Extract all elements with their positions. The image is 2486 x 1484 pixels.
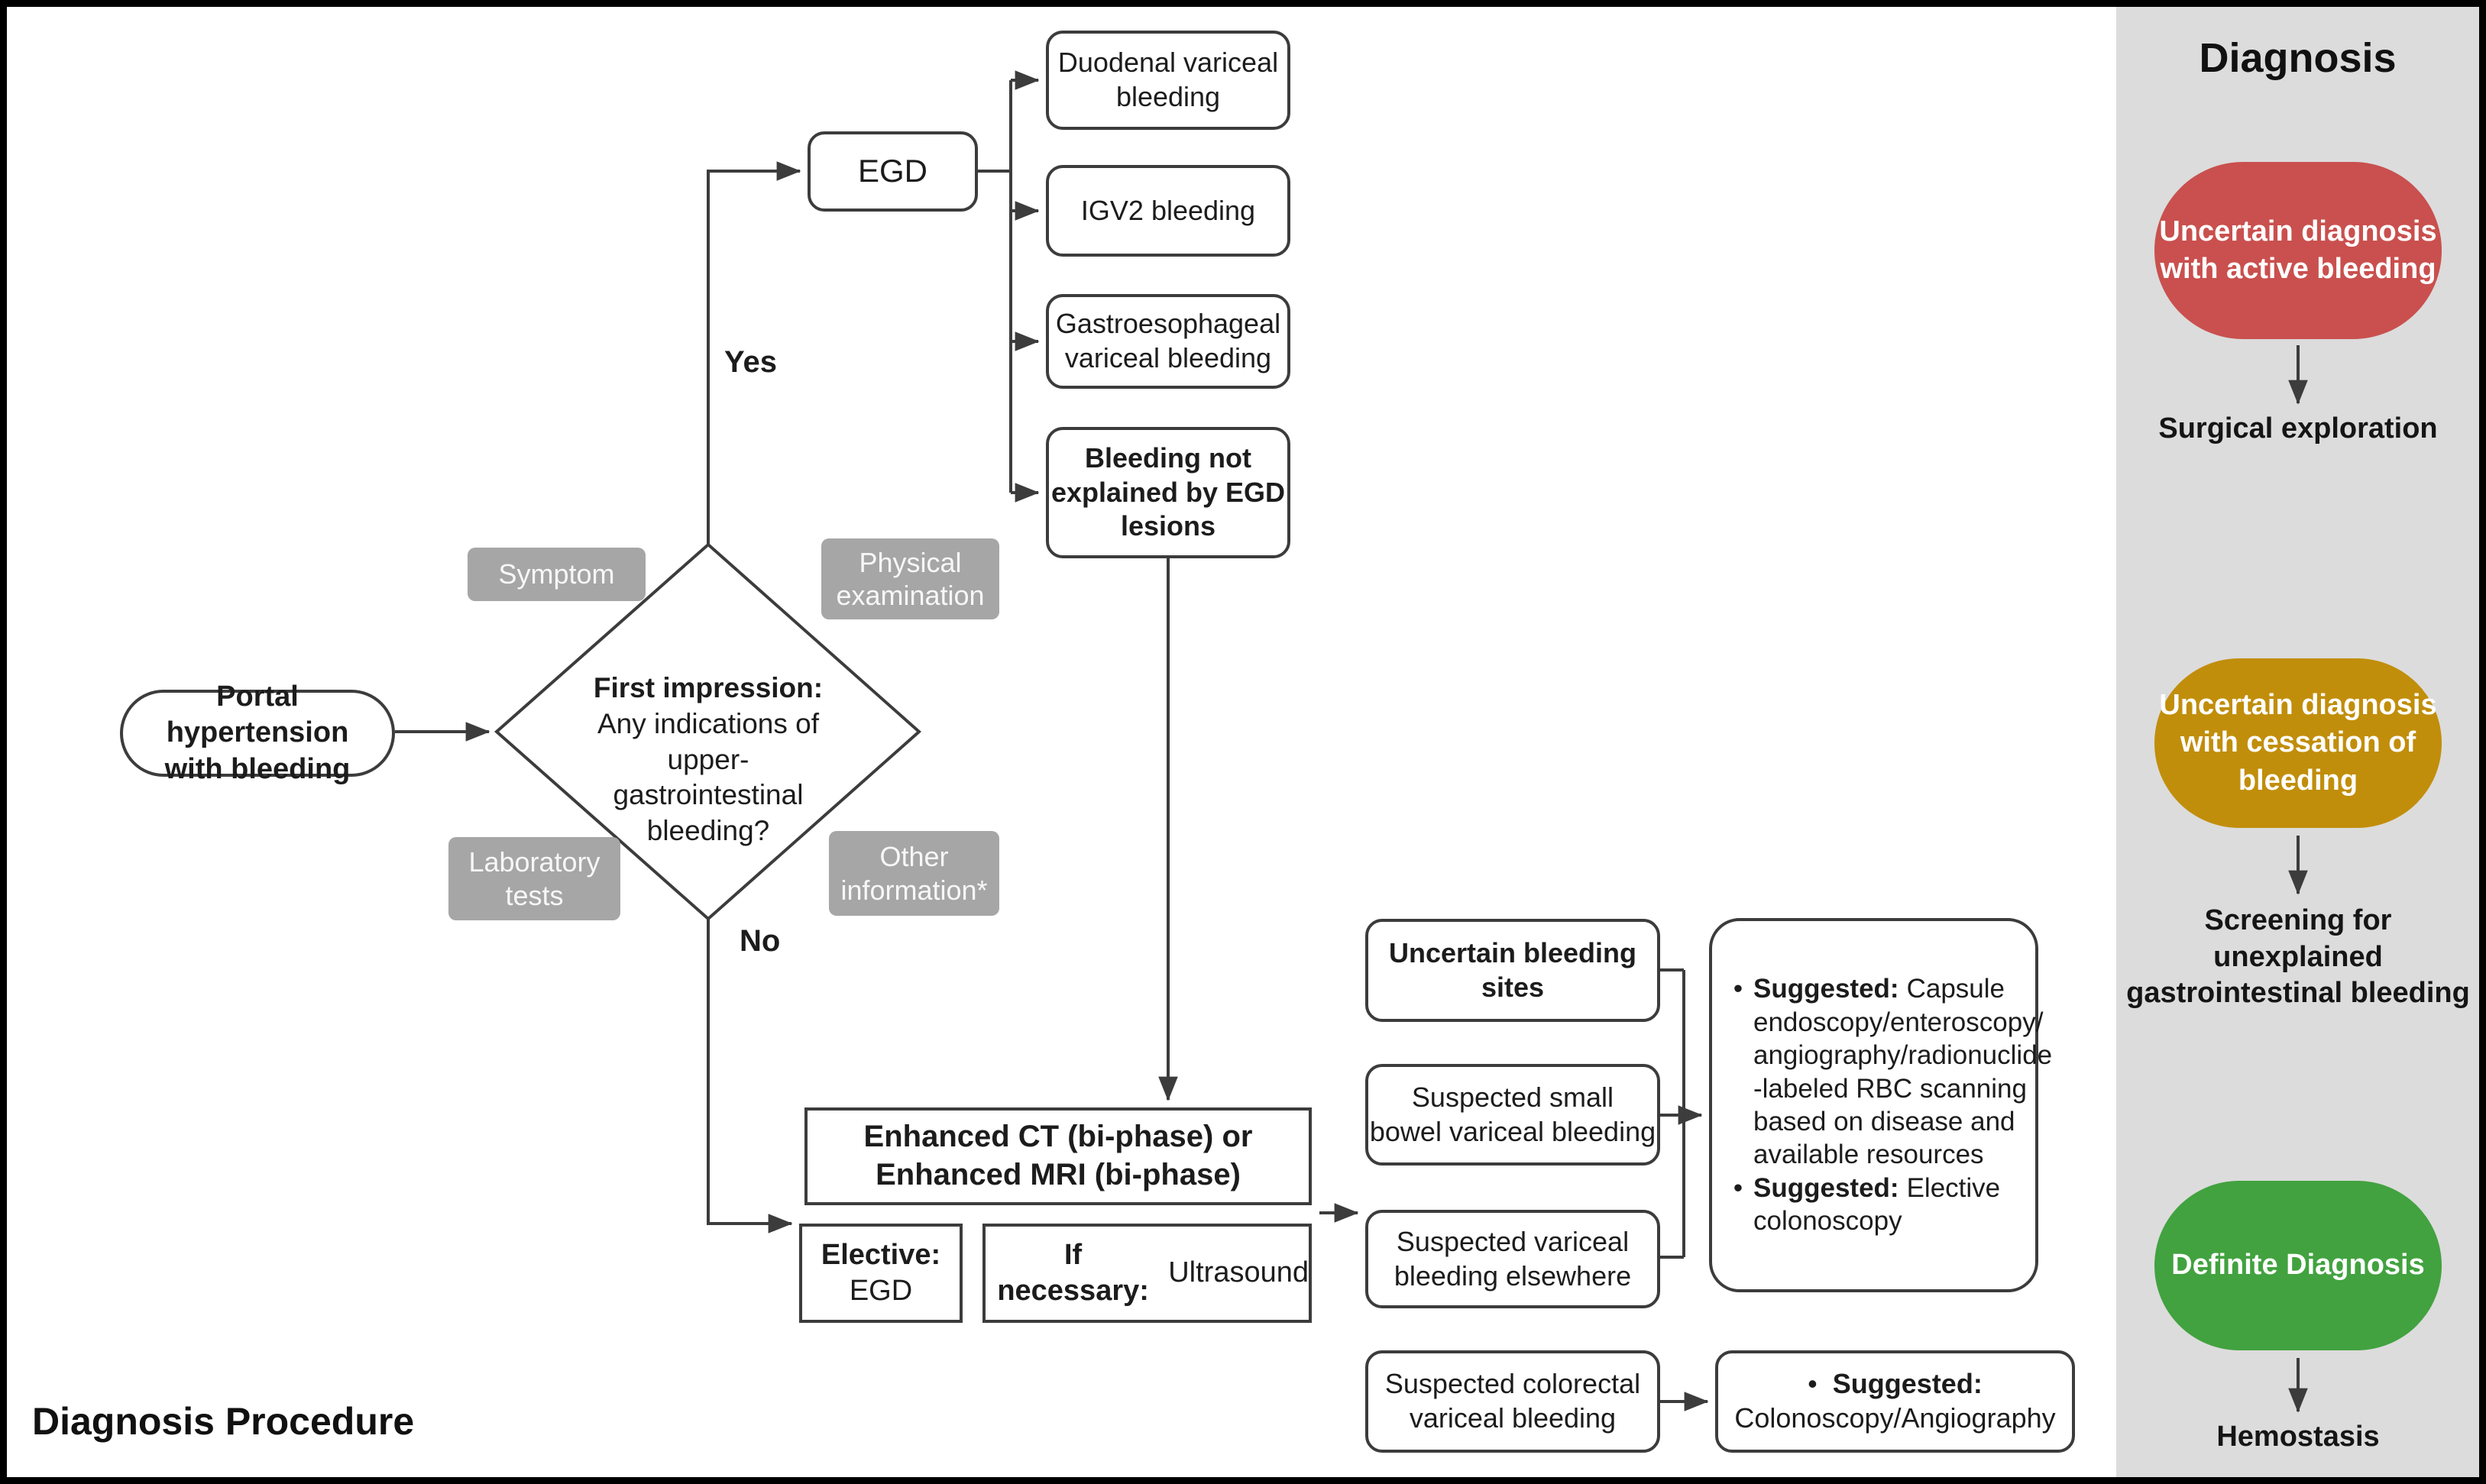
bullet-icon: •	[1808, 1368, 1818, 1400]
node-first-impression: First impression: Any indications of upp…	[532, 630, 884, 890]
if-necessary-rest: Ultrasound	[1168, 1256, 1309, 1289]
node-egd: EGD	[808, 131, 978, 212]
edge-yes-to-egd	[707, 161, 801, 545]
pill-uncertain-cessation-bleeding: Uncertain diagnosis with cessation of bl…	[2154, 658, 2442, 828]
decision-diamond-shape	[494, 542, 922, 921]
label-other-information: Other information*	[829, 831, 999, 916]
node-suspected-colorectal: Suspected colorectal variceal bleeding	[1365, 1350, 1660, 1453]
node-if-necessary-ultrasound: If necessary: Ultrasound	[982, 1224, 1312, 1323]
decision-question: Any indications of upper- gastrointestin…	[597, 708, 819, 846]
label-symptom: Symptom	[468, 548, 646, 601]
suggestion-prefix: Suggested:	[1753, 974, 1899, 1004]
node-igv2-bleeding: IGV2 bleeding	[1046, 165, 1290, 257]
suggestion-item: • Suggested:Elective colonoscopy	[1723, 1172, 2025, 1238]
label-laboratory-tests: Laboratory tests	[448, 837, 620, 920]
action-hemostasis: Hemostasis	[2216, 1421, 2380, 1453]
node-elective-egd: Elective: EGD	[799, 1224, 963, 1323]
node-suspected-small-bowel: Suspected small bowel variceal bleeding	[1365, 1064, 1660, 1166]
suggestion-prefix: Suggested:	[1753, 1172, 1899, 1203]
panel-title-diagnosis: Diagnosis	[2199, 35, 2397, 81]
suggestion-text: Colonoscopy/Angiography	[1734, 1402, 2056, 1434]
bullet-icon: •	[1733, 974, 1743, 1004]
label-physical-examination: Physical examination	[821, 538, 999, 619]
node-gastroesophageal-variceal-bleeding: Gastroesophageal variceal bleeding	[1046, 294, 1290, 389]
pill-definite-diagnosis: Definite Diagnosis	[2154, 1181, 2442, 1350]
suggestion-text: Elective colonoscopy	[1753, 1172, 2001, 1237]
action-screening: Screening for unexplained gastrointestin…	[2126, 904, 2470, 1009]
node-enhanced-ct-mri: Enhanced CT (bi-phase) or Enhanced MRI (…	[804, 1107, 1312, 1205]
if-necessary-prefix: If necessary:	[997, 1238, 1149, 1307]
bullet-icon: •	[1733, 1172, 1743, 1203]
node-suspected-variceal-elsewhere: Suspected variceal bleeding elsewhere	[1365, 1210, 1660, 1308]
node-duodenal-variceal-bleeding: Duodenal variceal bleeding	[1046, 31, 1290, 130]
branch-label-no: No	[740, 924, 781, 958]
suggestion-item: • Suggested:Capsule endoscopy/enteroscop…	[1723, 972, 2052, 1171]
box-suggested-workup: • Suggested:Capsule endoscopy/enteroscop…	[1709, 918, 2052, 1292]
box-suggested-colonoscopy-angiography: • Suggested: Colonoscopy/Angiography	[1715, 1350, 2075, 1453]
edge-no-to-elective	[707, 919, 793, 1233]
elective-rest: EGD	[849, 1275, 913, 1307]
branch-label-yes: Yes	[724, 345, 777, 379]
pill-uncertain-active-bleeding: Uncertain diagnosis with active bleeding	[2154, 162, 2442, 339]
node-bleeding-not-explained: Bleeding not explained by EGD lesions	[1046, 427, 1290, 558]
suggestion-prefix: Suggested:	[1832, 1368, 1983, 1400]
caption-diagnosis-procedure: Diagnosis Procedure	[32, 1400, 415, 1443]
node-uncertain-bleeding-sites: Uncertain bleeding sites	[1365, 919, 1660, 1022]
node-portal-hypertension: Portal hypertension with bleeding	[120, 681, 395, 785]
elective-prefix: Elective:	[821, 1238, 941, 1271]
action-surgical-exploration: Surgical exploration	[2158, 412, 2438, 445]
decision-title: First impression:	[593, 672, 824, 704]
suggestion-text: Capsule endoscopy/enteroscopy/ angiograp…	[1753, 974, 2053, 1170]
